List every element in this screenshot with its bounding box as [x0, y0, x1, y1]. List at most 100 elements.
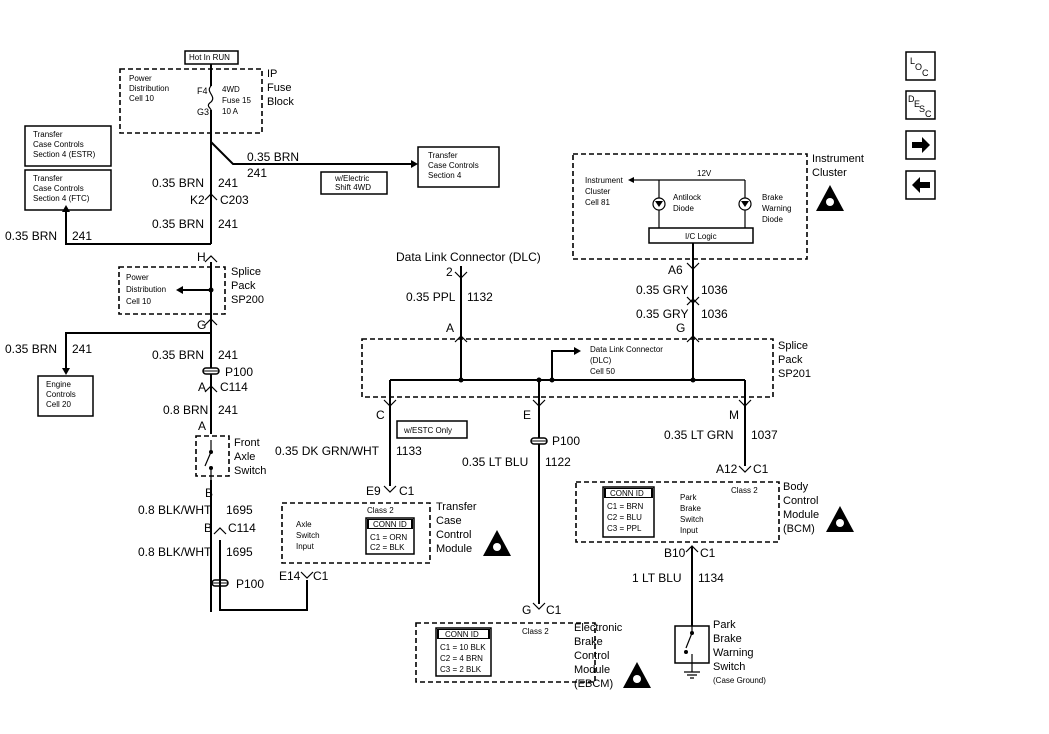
- engine-3: Cell 20: [46, 400, 71, 409]
- dlc-title: Data Link Connector (DLC): [396, 250, 541, 264]
- park-name-2: Brake: [713, 633, 742, 645]
- fuse-g3: G3: [197, 107, 209, 117]
- ground-icon: [684, 671, 700, 679]
- bcm-pin-b10: B10: [664, 546, 686, 560]
- connector-c203: [204, 193, 218, 201]
- ebcm-conn-1: C1 = 10 BLK: [440, 643, 486, 652]
- tccm-wire-number: 1133: [396, 444, 422, 458]
- wire5-number: 241: [218, 348, 238, 362]
- connector-e9: [383, 485, 397, 493]
- tccm-class2: Class 2: [367, 506, 394, 515]
- inline-connector: [686, 296, 700, 306]
- engine-2: Controls: [46, 390, 76, 399]
- ebcm-box: [415, 622, 596, 683]
- connector-c: [383, 399, 397, 407]
- next-arrow-button[interactable]: [905, 130, 936, 160]
- ftc-ref-box[interactable]: [24, 169, 112, 211]
- pin-e: E: [523, 408, 531, 422]
- wire6-color: 0.8 BRN: [163, 403, 208, 417]
- wire7-number: 1695: [226, 503, 253, 517]
- sp200-1: Splice: [231, 266, 261, 278]
- ip-fuse-label-1: IP: [267, 68, 277, 80]
- ebcm-name-5: (EBCM): [574, 678, 613, 690]
- bcm-conn-1: C1 = BRN: [607, 502, 643, 511]
- dlc-wire-color: 0.35 PPL: [406, 290, 456, 304]
- connector-c114a: [204, 385, 218, 393]
- wire8-color: 0.8 BLK/WHT: [138, 545, 212, 559]
- tccm-conn-1: C1 = ORN: [370, 533, 407, 542]
- connector-h: [204, 255, 218, 263]
- location-button[interactable]: L O C: [905, 51, 936, 81]
- cluster-esd-hand: [826, 198, 834, 206]
- branch-wire-electric-shift: [210, 141, 411, 165]
- pin-a: A: [198, 380, 206, 394]
- ftc-branch-wire: [65, 212, 211, 245]
- bcm-name-4: (BCM): [783, 523, 815, 535]
- wire2-number: 241: [218, 217, 238, 231]
- bcm-wire-color: 0.35 LT GRN: [664, 428, 734, 442]
- cluster-label-1: Instrument: [585, 176, 624, 185]
- tccm-conn-title: CONN ID: [373, 520, 407, 529]
- connector-g-ebcm: [532, 602, 546, 610]
- cluster-label-2: Cluster: [585, 187, 611, 196]
- tccm-input-wire: [219, 540, 308, 611]
- estc-box: [396, 420, 468, 439]
- wire8-number: 1695: [226, 545, 253, 559]
- prev-arrow-button[interactable]: [905, 170, 936, 200]
- park-wire-number: 1134: [698, 571, 724, 585]
- tccm-box: [281, 502, 431, 564]
- park-wire-color: 1 LT BLU: [632, 571, 682, 585]
- estr-1: Transfer: [33, 130, 63, 139]
- tccm-name-3: Control: [436, 529, 471, 541]
- connector-a12: [738, 465, 752, 473]
- cluster-name-1: Instrument: [812, 153, 864, 165]
- bcm-conn-title: CONN ID: [610, 489, 644, 498]
- bcm-wire-number: 1037: [751, 428, 778, 442]
- pin-c1-tccm: C1: [399, 484, 415, 498]
- ftc-1: Transfer: [33, 174, 63, 183]
- bcm-conn-3: C3 = PPL: [607, 524, 642, 533]
- power-dist-label-1: Power: [129, 74, 152, 83]
- desc-s: S: [919, 104, 925, 114]
- engine-ref-box[interactable]: [37, 375, 94, 417]
- c114a-label: C114: [220, 380, 248, 394]
- antilock-1: Antilock: [673, 193, 702, 202]
- ebcm-pin-g: G: [522, 603, 531, 617]
- park-ground-label: (Case Ground): [713, 676, 766, 685]
- pin-c: C: [376, 408, 385, 422]
- cluster-w2-number: 1036: [701, 307, 728, 321]
- switch-contact: [209, 466, 213, 470]
- brake-1: Brake: [762, 193, 783, 202]
- bcm-box: [575, 481, 780, 543]
- power-dist-label-2: Distribution: [129, 84, 169, 93]
- bcm-name-2: Control: [783, 495, 818, 507]
- bcm-input-4: Input: [680, 526, 699, 535]
- arrow-head-pd10: [176, 286, 183, 294]
- pin-c1: C1: [313, 569, 329, 583]
- description-button[interactable]: D E S C: [905, 90, 936, 120]
- bcm-input-1: Park: [680, 493, 697, 502]
- connector-g: [204, 318, 218, 326]
- estr-ref-box[interactable]: [24, 125, 112, 167]
- bcm-esd-hand: [836, 519, 844, 527]
- ftc-2: Case Controls: [33, 184, 84, 193]
- tccm-name-4: Module: [436, 543, 472, 555]
- splice-dot: [208, 287, 214, 293]
- sp200-3: SP200: [231, 294, 264, 306]
- power-dist-label-3: Cell 10: [129, 94, 154, 103]
- wire3-number: 241: [72, 229, 92, 243]
- connector-c114b: [213, 527, 227, 535]
- tc4-ref-box[interactable]: [417, 146, 500, 188]
- bcm-name-1: Body: [783, 481, 809, 493]
- park-switch-pivot: [690, 631, 694, 635]
- tc4-2: Case Controls: [428, 161, 479, 170]
- bcm-name-3: Module: [783, 509, 819, 521]
- connector-g-cluster: [686, 335, 700, 343]
- ebcm-name-2: Brake: [574, 636, 603, 648]
- wire5-color: 0.35 BRN: [152, 348, 204, 362]
- loc-c: C: [922, 68, 929, 78]
- k2-label: K2: [190, 193, 205, 207]
- dlc-pin-a: A: [446, 321, 454, 335]
- arrow-head-dlc-ref: [574, 347, 581, 355]
- bus-dot-1: [458, 377, 464, 383]
